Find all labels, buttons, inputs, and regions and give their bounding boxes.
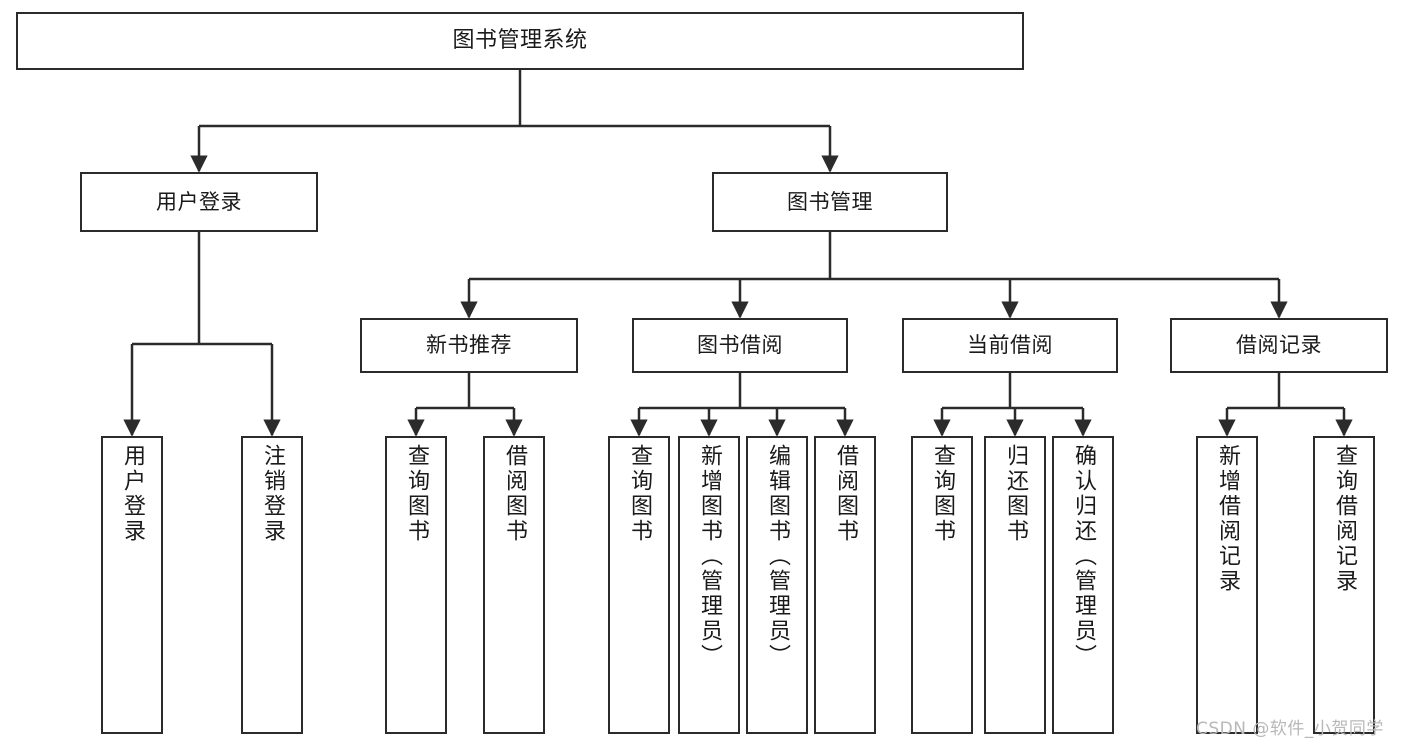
node-label: 图书管理系统 [452, 28, 588, 54]
node-user-login[interactable]: 用户登录 [80, 172, 318, 232]
node-label: 新增图书（管理员） [697, 444, 722, 669]
node-label: 查询图书 [930, 444, 955, 544]
node-leaf-add-record[interactable]: 新增借阅记录 [1196, 436, 1258, 734]
node-new-book-rec[interactable]: 新书推荐 [360, 318, 578, 373]
node-borrow-record[interactable]: 借阅记录 [1170, 318, 1388, 373]
node-label: 查询图书 [404, 444, 429, 544]
node-label: 查询借阅记录 [1332, 444, 1357, 594]
node-leaf-user-logout[interactable]: 注销登录 [241, 436, 303, 734]
node-leaf-return-book[interactable]: 归还图书 [984, 436, 1046, 734]
node-leaf-query-book-1[interactable]: 查询图书 [385, 436, 447, 734]
node-label: 确认归还（管理员） [1071, 444, 1096, 669]
node-leaf-user-login[interactable]: 用户登录 [101, 436, 163, 734]
node-book-borrow[interactable]: 图书借阅 [632, 318, 848, 373]
node-label: 借阅图书 [502, 444, 527, 544]
node-label: 新书推荐 [426, 333, 512, 358]
node-book-manage[interactable]: 图书管理 [712, 172, 948, 232]
node-label: 新增借阅记录 [1215, 444, 1240, 594]
node-leaf-query-book-3[interactable]: 查询图书 [911, 436, 973, 734]
node-leaf-edit-book[interactable]: 编辑图书（管理员） [746, 436, 808, 734]
node-label: 编辑图书（管理员） [765, 444, 790, 669]
node-label: 用户登录 [120, 444, 145, 544]
node-label: 查询图书 [627, 444, 652, 544]
node-leaf-add-book[interactable]: 新增图书（管理员） [678, 436, 740, 734]
node-label: 当前借阅 [967, 333, 1053, 358]
node-leaf-borrow-book-1[interactable]: 借阅图书 [483, 436, 545, 734]
node-leaf-borrow-book-2[interactable]: 借阅图书 [814, 436, 876, 734]
node-label: 注销登录 [260, 444, 285, 544]
node-label: 借阅记录 [1236, 333, 1322, 358]
watermark-text: CSDN @软件_小贺同学 [1196, 719, 1384, 739]
node-leaf-query-book-2[interactable]: 查询图书 [608, 436, 670, 734]
node-root[interactable]: 图书管理系统 [16, 12, 1024, 70]
node-label: 图书借阅 [697, 333, 783, 358]
node-label: 图书管理 [787, 189, 873, 214]
node-label: 用户登录 [156, 189, 242, 214]
node-label: 借阅图书 [833, 444, 858, 544]
node-leaf-confirm-return[interactable]: 确认归还（管理员） [1052, 436, 1114, 734]
node-current-borrow[interactable]: 当前借阅 [902, 318, 1118, 373]
node-label: 归还图书 [1003, 444, 1028, 544]
node-leaf-query-record[interactable]: 查询借阅记录 [1313, 436, 1375, 734]
